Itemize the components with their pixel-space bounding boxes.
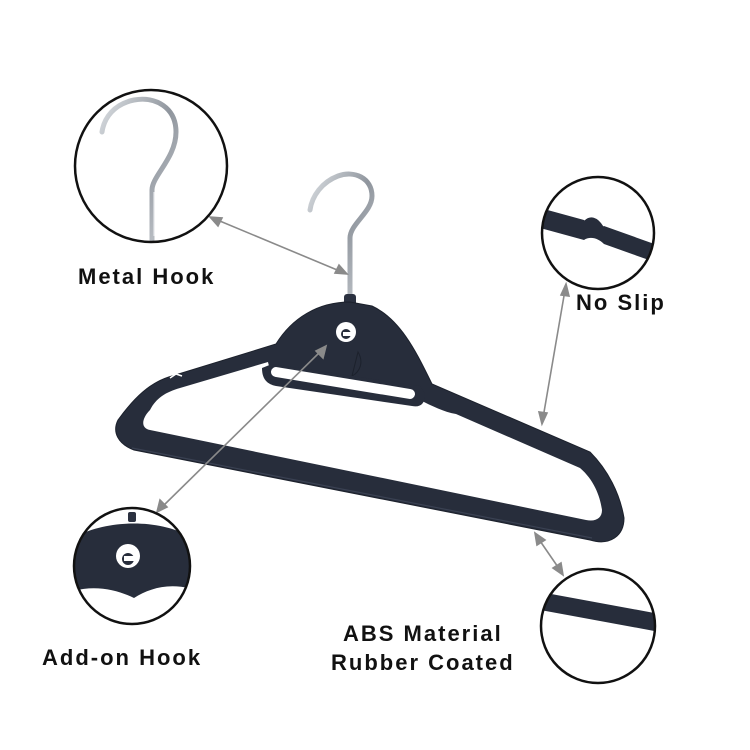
- metal-hook: [307, 171, 375, 303]
- material-label-line1: ABS Material: [343, 621, 503, 646]
- hanger-opening: [143, 362, 602, 521]
- metal-hook-label: Metal Hook: [78, 264, 216, 289]
- material-label-line2: Rubber Coated: [331, 650, 515, 675]
- no-slip-label: No Slip: [576, 290, 666, 315]
- add-on-hook-label: Add-on Hook: [42, 645, 203, 670]
- pointer-arrows: [155, 216, 571, 577]
- callout-add-on-hook-detail: [72, 506, 192, 626]
- hanger-main: [115, 171, 625, 543]
- callout-material-detail: [539, 567, 657, 685]
- callout-no-slip-detail: [540, 175, 656, 291]
- callout-metal-hook-detail: [73, 88, 229, 244]
